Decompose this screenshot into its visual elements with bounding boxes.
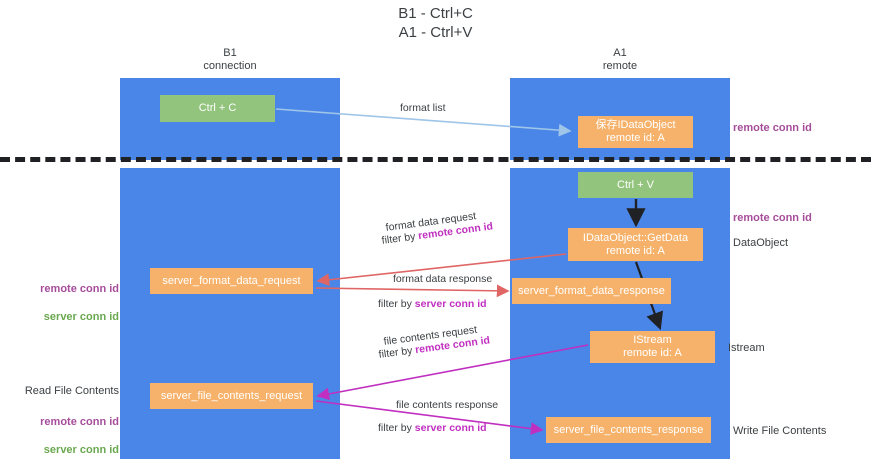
node-istream[interactable]: IStream remote id: A — [590, 331, 715, 363]
label-server-conn-id-left: server conn id — [43, 311, 119, 323]
label-remote-conn-id-mid: remote conn id — [733, 212, 812, 224]
node-server-file-contents-response[interactable]: server_file_contents_response — [546, 417, 711, 443]
label-read-file-contents: Read File Contents — [24, 385, 119, 397]
flow-label-file-contents-response: file contents response — [396, 399, 499, 411]
node-save-idataobject[interactable]: 保存IDataObject remote id: A — [578, 116, 693, 148]
node-server-format-data-response[interactable]: server_format_data_response — [512, 278, 671, 304]
flow-label-filter-server-conn-id-2: filter by server conn id — [378, 422, 487, 435]
node-server-format-data-request[interactable]: server_format_data_request — [150, 268, 313, 294]
lane-b1-bottom — [120, 168, 340, 459]
diagram-title: B1 - Ctrl+C A1 - Ctrl+V — [398, 5, 473, 41]
flow-label-filter-server-conn-id-1: filter by server conn id — [378, 298, 487, 311]
filter-by-text-4: filter by — [378, 422, 415, 434]
node-ctrl-c[interactable]: Ctrl + C — [160, 95, 275, 122]
label-istream: Istream — [728, 342, 765, 354]
filter-by-text-2: filter by — [378, 298, 415, 310]
label-remote-conn-id-left-2: remote conn id — [40, 416, 119, 428]
label-conn-ids-middle: remote conn id server conn id — [14, 268, 119, 338]
arrow-format-data-response — [315, 284, 510, 298]
label-write-file-contents: Write File Contents — [733, 425, 827, 437]
label-remote-conn-id-left: remote conn id — [40, 283, 119, 295]
label-remote-conn-id-top: remote conn id — [733, 122, 812, 134]
lane-a1-bottom — [510, 168, 730, 459]
node-server-file-contents-request[interactable]: server_file_contents_request — [150, 383, 313, 409]
column-header-b1: B1 connection — [203, 47, 257, 72]
section-divider — [0, 157, 871, 162]
flow-label-format-list: format list — [400, 102, 446, 114]
flow-label-format-data-response: format data response — [393, 273, 493, 285]
label-server-conn-id-left-2: server conn id — [43, 444, 119, 456]
label-dataobject: DataObject — [733, 237, 789, 249]
node-idataobject-getdata[interactable]: IDataObject::GetData remote id: A — [568, 228, 703, 261]
server-conn-id-text-2: server conn id — [414, 422, 487, 434]
server-conn-id-text-1: server conn id — [414, 298, 487, 310]
node-ctrl-v[interactable]: Ctrl + V — [578, 172, 693, 198]
column-header-a1: A1 remote — [602, 47, 638, 72]
label-conn-ids-bottom: remote conn id server conn id — [14, 401, 119, 471]
